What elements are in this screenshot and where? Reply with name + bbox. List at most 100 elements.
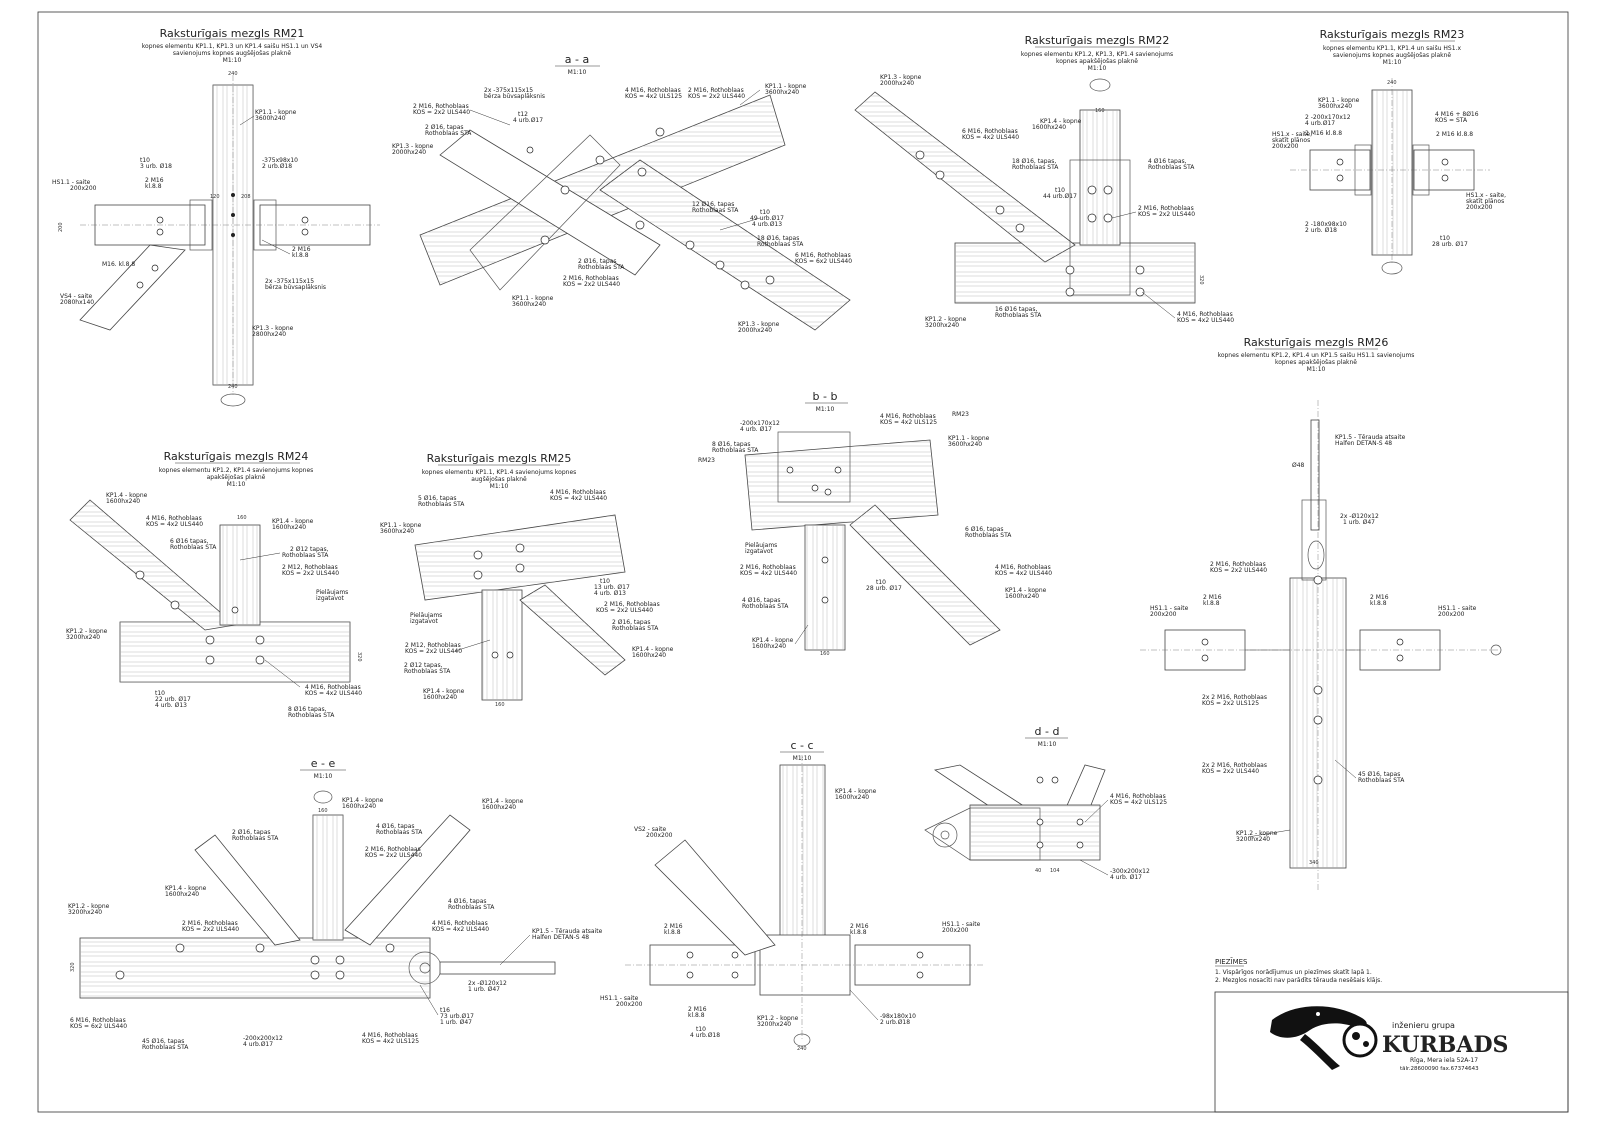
annotation-label: 8 Ø16 tapas, — [288, 706, 327, 713]
annotation-label: KOS = 6x2 ULS440 — [795, 258, 852, 265]
bolt-hole — [1036, 776, 1044, 784]
bolt-group — [915, 150, 1145, 297]
annotation-label: 13 urb. Ø17 — [594, 584, 630, 591]
annotation-label: Rothoblaas STA — [1358, 777, 1405, 784]
annotation-label: KP1.2 - kopne — [68, 903, 110, 910]
annotation-label: 2x -Ø120x12 — [468, 980, 507, 987]
annotation-label: t10 — [876, 579, 886, 586]
annotation-label: 2x -375x115x15 — [484, 87, 533, 94]
notes-heading: PIEZĪMES — [1215, 957, 1248, 966]
annotation-label: kl.8.8 — [1370, 600, 1387, 607]
bolt-hole — [1065, 265, 1075, 275]
dimension-label: 240 — [797, 1046, 807, 1052]
annotation-label: KOS = 2x2 ULS440 — [1210, 567, 1267, 574]
annotation-label: 4 urb.Ø18 — [690, 1032, 720, 1039]
dimension-label: 320 — [1198, 275, 1204, 285]
annotation-label: 4 M16 + 8Ø16 — [1435, 111, 1479, 118]
view-subtitle: apakšējošas plaknē — [207, 474, 266, 481]
view-subtitle: kopnes elementu KP1.1, KP1.3 un KP1.4 sa… — [142, 43, 323, 50]
annotation-label: 4 M16, Rothoblaas — [1110, 793, 1166, 800]
annotation-label: KOS = 2x2 ULS440 — [413, 109, 470, 116]
annotation-label: Rothoblaas STA — [404, 668, 451, 675]
annotation-label: 4 M16, Rothoblaas — [550, 489, 606, 496]
annotation-label: 2 M16 kl.8.8 — [1436, 131, 1473, 138]
annotation-label: -200x200x12 — [243, 1035, 283, 1042]
annotation-label: 2 M16, Rothoblaas — [604, 601, 660, 608]
title-block: inženieru grupa KURBADS Rīga, Mera iela … — [1214, 991, 1569, 1113]
annotation-label: KOS = 2x2 ULS125 — [1202, 700, 1259, 707]
annotation-label: t10 — [140, 157, 150, 164]
annotation-label: 200x200 — [1272, 143, 1299, 150]
annotation-label: 4 Ø16, tapas — [376, 823, 415, 830]
bolt-hole — [205, 635, 215, 645]
annotation-label: kl.8.8 — [688, 1012, 705, 1019]
dimension-label: 208 — [241, 194, 251, 200]
bolt-hole — [1201, 654, 1209, 662]
annotation-label: Rothoblaas STA — [742, 603, 789, 610]
bolt-hole — [255, 655, 265, 665]
annotation-label: t10 — [760, 209, 770, 216]
annotation-label: -98x180x10 — [880, 1013, 916, 1020]
annotation-label: HS1.1 - saite — [52, 179, 91, 186]
annotation-label: kl.8.8 — [292, 252, 309, 259]
annotation-label: KP1.3 - kopne — [880, 74, 922, 81]
annotation-label: 6 M16, Rothoblaas — [795, 252, 851, 259]
annotation-label: RM23 — [952, 411, 969, 418]
annotation-label: KOS = 4x2 ULS125 — [880, 419, 937, 426]
annotation-label: Rothoblaas STA — [1012, 164, 1059, 171]
bolt-hole — [385, 943, 395, 953]
view-scale: M1:10 — [1307, 366, 1326, 373]
annotation-label: KP1.3 - kopne — [738, 321, 780, 328]
annotation-label: 49 urb.Ø17 — [750, 215, 784, 222]
annotation-label: t10 — [1055, 187, 1065, 194]
annotation-label: KOS = 4x2 ULS440 — [432, 926, 489, 933]
annotation-label: 2 M16, Rothoblaas — [1210, 561, 1266, 568]
annotation-label: KP1.4 - kopne — [272, 518, 314, 525]
annotation-label: 3600hx240 — [380, 528, 414, 535]
annotation-label: Rothoblaas STA — [448, 904, 495, 911]
bolt-hole — [473, 570, 483, 580]
annotation-label: KOS = 4x2 ULS440 — [305, 690, 362, 697]
bolt-group — [136, 193, 309, 289]
annotation-label: 1600hx240 — [423, 694, 457, 701]
annotation-label: skatīt plānos — [1466, 198, 1504, 205]
annotation-label: KOS = 2x2 ULS440 — [1202, 768, 1259, 775]
bolt-hole — [301, 216, 309, 224]
company-name: KURBADS — [1382, 1032, 1508, 1058]
annotation-label: 1600hx240 — [482, 804, 516, 811]
annotation-label: KOS = 4x2 ULS440 — [1177, 317, 1234, 324]
annotation-label: Rothoblaas STA — [142, 1044, 189, 1051]
view-subtitle: kopnes elementu KP1.2, KP1.3, KP1.4 savi… — [1021, 51, 1173, 58]
annotation-label: 3 urb. Ø18 — [140, 163, 172, 170]
bolt-hole — [515, 563, 525, 573]
annotation-label: 2x -375x115x15 — [265, 278, 314, 285]
bolt-hole — [686, 971, 694, 979]
company-contact: tālr.28600090 fax.67374643 — [1400, 1066, 1479, 1072]
annotation-label: KOS = STA — [1435, 117, 1468, 124]
annotation-label: KP1.1 - kopne — [255, 109, 297, 116]
annotation-label: 4 M16, Rothoblaas — [362, 1032, 418, 1039]
annotation-label: 3600hx240 — [765, 89, 799, 96]
annotation-label: 3600hx240 — [948, 441, 982, 448]
view-subtitle: kopnes elementu KP1.1, KP1.4 savienojums… — [422, 469, 577, 476]
note-item: 2. Mezglos nosacīti nav parādīts tērauda… — [1215, 977, 1382, 984]
annotation-label: 18 Ø16, tapas — [757, 235, 799, 242]
bolt-hole — [935, 170, 945, 180]
bolt-hole — [995, 205, 1005, 215]
annotation-label: 2000hx240 — [880, 80, 914, 87]
bolt-hole — [834, 466, 842, 474]
annotation-label: KP1.4 - kopne — [106, 492, 148, 499]
view-subtitle: kopnes elementu KP1.2, KP1.4 un KP1.5 sa… — [1218, 352, 1415, 359]
bolt-hole — [685, 240, 695, 250]
annotation-label: 8 Ø16, tapas — [712, 441, 751, 448]
bolt-hole — [540, 235, 550, 245]
view-scale: M1:10 — [314, 773, 333, 780]
annotation-label: Rothoblaas STA — [692, 207, 739, 214]
view-rm24: Raksturīgais mezgls RM24 kopnes elementu… — [66, 450, 362, 719]
annotation-label: Ø48 — [1292, 462, 1305, 469]
annotation-label: 3600hx240 — [1318, 103, 1352, 110]
annotation-label: KOS = 4x2 ULS440 — [146, 521, 203, 528]
bolt-hole — [1103, 185, 1113, 195]
view-rm23: Raksturīgais mezgls RM23 kopnes elementu… — [1272, 28, 1506, 275]
annotation-label: 200x200 — [616, 1001, 643, 1008]
